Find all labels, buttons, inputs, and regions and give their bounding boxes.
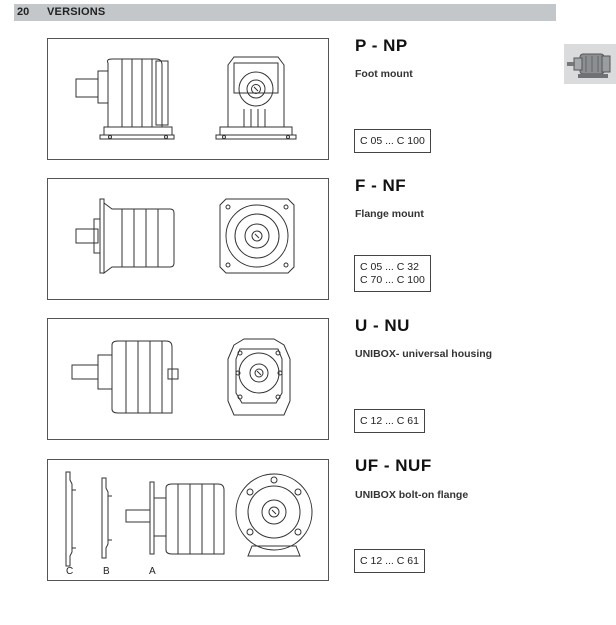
size-range-line: C 70 ... C 100: [360, 274, 425, 286]
version-description: Flange mount: [355, 208, 424, 220]
flange-label-b: B: [103, 566, 110, 577]
flange-label-c: C: [66, 566, 74, 577]
version-code: P - NP: [355, 36, 408, 55]
version-description: UNIBOX- universal housing: [355, 348, 493, 360]
flange-label-a: A: [149, 566, 156, 577]
size-range-line: C 05 ... C 100: [360, 135, 425, 147]
gearbox-thumbnail-icon: [564, 44, 616, 84]
page-number: 20: [17, 6, 30, 18]
size-range-line: C 12 ... C 61: [360, 555, 419, 567]
section-header: 20 VERSIONS: [14, 4, 556, 21]
size-range-line: C 12 ... C 61: [360, 415, 419, 427]
version-code: F - NF: [355, 176, 407, 195]
version-code: UF - NUF: [355, 456, 432, 475]
size-range-box: C 12 ... C 61: [354, 549, 425, 573]
drawing-foot-mount: [47, 38, 329, 160]
size-range-line: C 05 ... C 32: [360, 261, 419, 273]
version-code: U - NU: [355, 316, 410, 335]
version-description: UNIBOX bolt-on flange: [355, 489, 469, 501]
size-range-box: C 05 ... C 32 C 70 ... C 100: [354, 255, 431, 292]
version-description: Foot mount: [355, 68, 413, 80]
section-title: VERSIONS: [47, 6, 106, 18]
drawing-flange-mount: [47, 178, 329, 300]
drawing-unibox-housing: [47, 318, 329, 440]
size-range-box: C 12 ... C 61: [354, 409, 425, 433]
size-range-box: C 05 ... C 100: [354, 129, 431, 153]
drawing-bolt-on-flange: C B A: [47, 459, 329, 581]
